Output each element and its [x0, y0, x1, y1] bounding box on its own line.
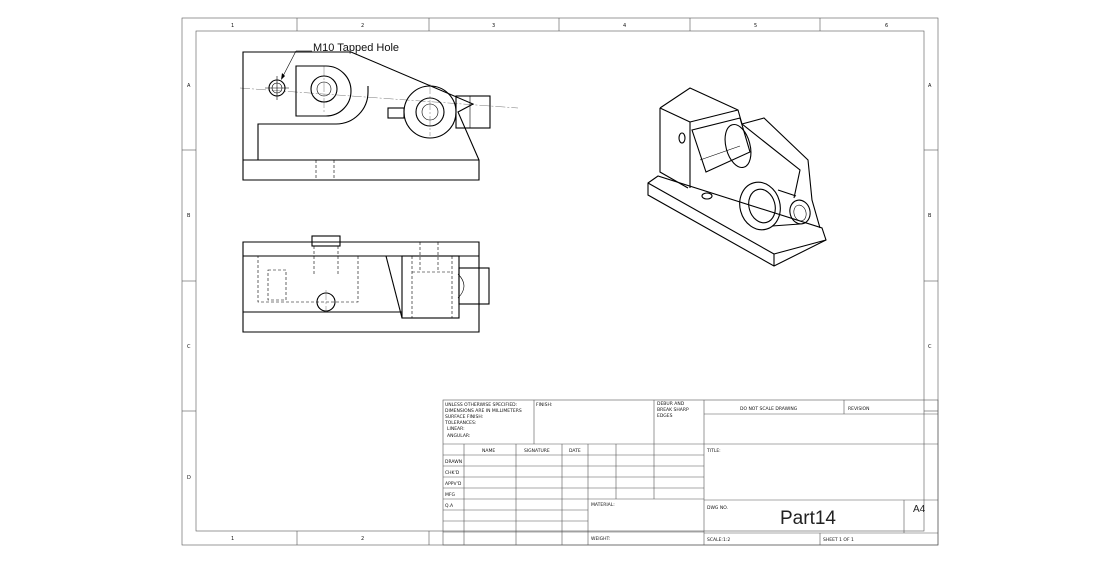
col-header-signature: SIGNATURE: [524, 448, 550, 454]
general-note-line-5: LINEAR:: [447, 426, 465, 432]
zone-left-b: B: [187, 213, 191, 219]
title-block: UNLESS OTHERWISE SPECIFIED: DIMENSIONS A…: [442, 399, 939, 546]
zone-bottom-1: 1: [231, 536, 234, 542]
zone-top-4: 4: [623, 23, 626, 29]
zone-top-2: 2: [361, 23, 364, 29]
general-note-line-2: DIMENSIONS ARE IN MILLIMETERS: [445, 408, 522, 414]
zone-bottom-2: 2: [361, 536, 364, 542]
deburr-note-3: EDGES: [657, 413, 673, 419]
top-view: [242, 235, 490, 333]
general-note-line-4: TOLERANCES:: [444, 420, 476, 426]
general-note-line-3: SURFACE FINISH:: [445, 414, 483, 420]
deburr-note-1: DEBUR AND: [657, 401, 685, 407]
finish-label: FINISH:: [536, 402, 552, 408]
title-label: TITLE:: [706, 448, 721, 454]
general-note-line-6: ANGULAR:: [447, 433, 470, 439]
row-label-approved: APPV'D: [445, 481, 462, 487]
tapped-hole-note: M10 Tapped Hole: [313, 42, 399, 54]
zone-left-d: D: [187, 475, 191, 481]
general-note-line-1: UNLESS OTHERWISE SPECIFIED:: [445, 402, 517, 408]
sheet-size: A4: [913, 504, 926, 515]
zone-right-b: B: [928, 213, 932, 219]
weight-label: WEIGHT:: [591, 536, 610, 542]
zone-left-a: A: [187, 83, 191, 89]
row-label-drawn: DRAWN: [445, 459, 462, 465]
col-header-name: NAME: [482, 448, 495, 454]
material-label: MATERIAL:: [591, 502, 615, 508]
zone-top-3: 3: [492, 23, 495, 29]
sheet-label: SHEET 1 OF 1: [823, 537, 854, 543]
do-not-scale-label: DO NOT SCALE DRAWING: [740, 406, 798, 412]
row-label-checked: CHK'D: [445, 470, 460, 476]
col-header-date: DATE: [569, 448, 581, 454]
revision-label: REVISION: [848, 406, 869, 412]
row-label-mfg: MFG: [445, 492, 455, 498]
zone-right-c: C: [928, 344, 932, 350]
deburr-note-2: BREAK SHARP: [657, 407, 689, 413]
part-name: Part14: [780, 508, 836, 529]
row-label-qa: Q.A: [445, 503, 454, 509]
isometric-view: [647, 87, 827, 267]
zone-top-1: 1: [231, 23, 234, 29]
zone-top-6: 6: [885, 23, 888, 29]
front-view: M10 Tapped Hole: [239, 42, 519, 181]
scale-label: SCALE:1:2: [707, 537, 730, 543]
zone-left-c: C: [187, 344, 191, 350]
zone-right-a: A: [928, 83, 932, 89]
zone-top-5: 5: [754, 23, 757, 29]
dwg-no-label: DWG NO.: [707, 505, 728, 511]
